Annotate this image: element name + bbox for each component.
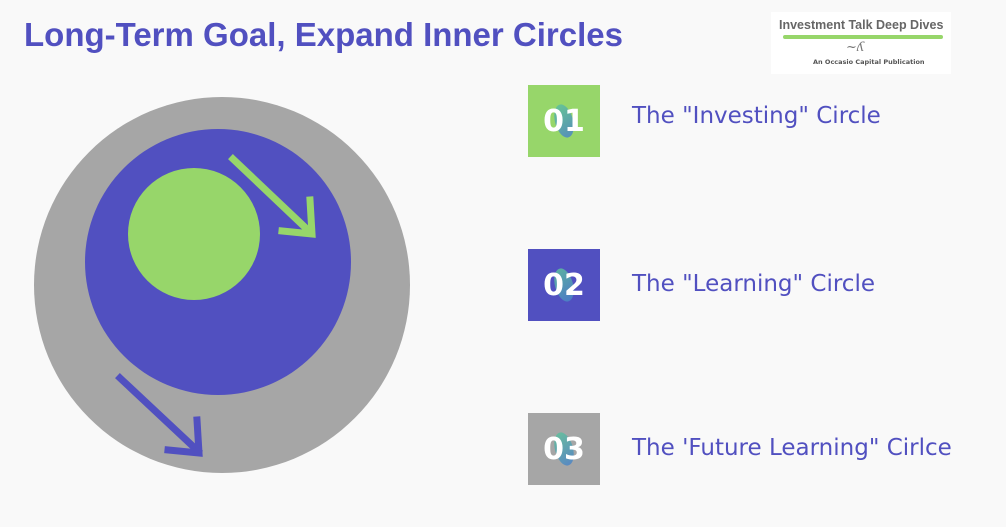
item-label-learning: The "Learning" Circle <box>632 271 875 297</box>
item-number-text: 02 <box>543 267 585 303</box>
logo: Investment Talk Deep Dives ~ʎ An Occasio… <box>771 12 951 74</box>
investing-circle <box>128 168 260 300</box>
item-number-02: 02 <box>528 249 600 321</box>
item-number-01: 01 <box>528 85 600 157</box>
concentric-circles-diagram <box>34 97 410 473</box>
blue-arrow-icon <box>115 373 203 457</box>
item-number-text: 03 <box>543 431 585 467</box>
item-number-03: 03 <box>528 413 600 485</box>
page-title: Long-Term Goal, Expand Inner Circles <box>24 16 623 53</box>
item-label-investing: The "Investing" Circle <box>632 103 881 129</box>
logo-underline <box>783 35 943 39</box>
green-arrow-icon <box>228 154 316 238</box>
logo-title: Investment Talk Deep Dives <box>779 18 944 32</box>
item-label-future-learning: The 'Future Learning" Cirlce <box>632 435 952 461</box>
item-number-text: 01 <box>543 103 585 139</box>
logo-signature: ~ʎ <box>846 40 865 55</box>
logo-subtitle: An Occasio Capital Publication <box>813 58 925 66</box>
